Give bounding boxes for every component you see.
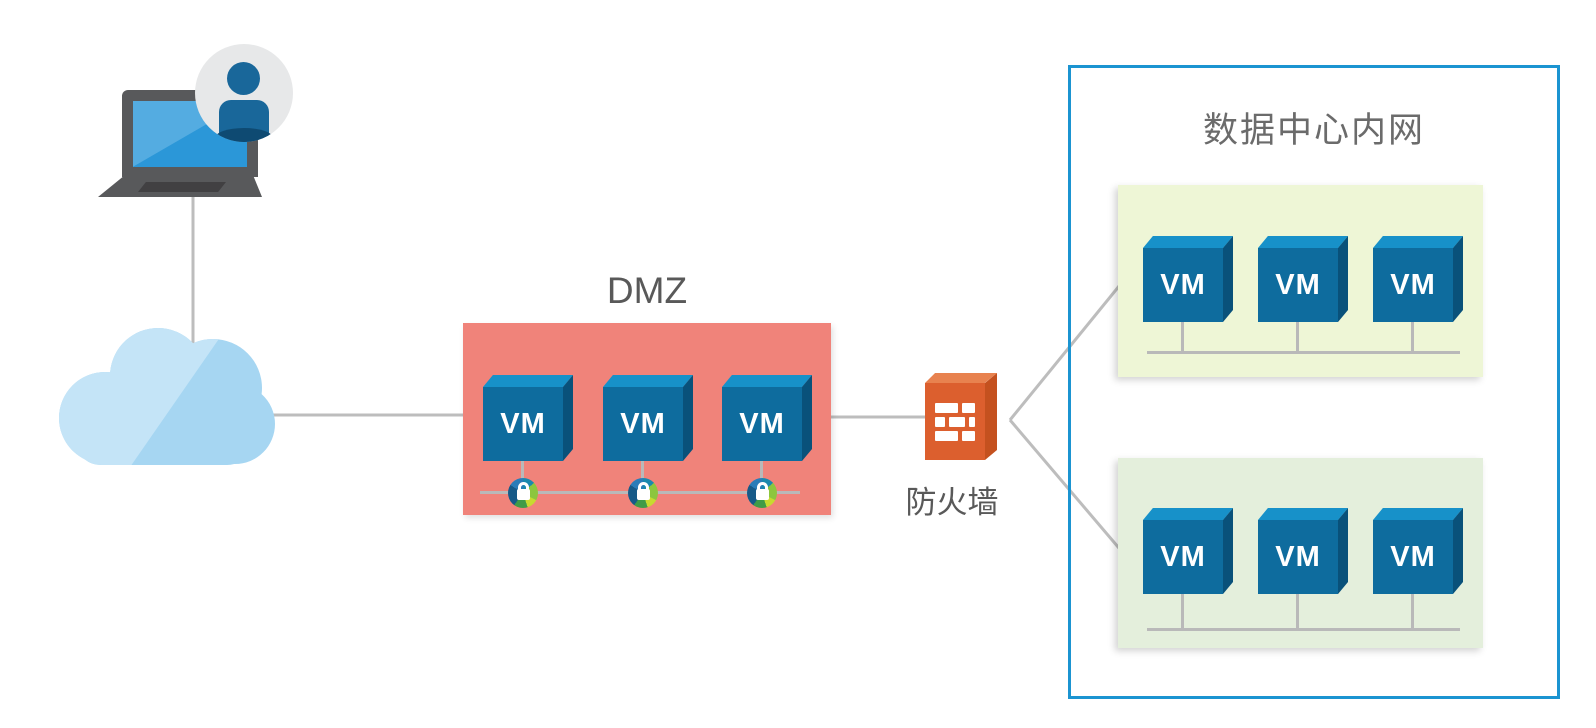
dmz-zone-label: DMZ bbox=[606, 270, 688, 311]
network-bus-line bbox=[1147, 351, 1460, 354]
brick-pattern-icon bbox=[935, 402, 975, 441]
vm-box-side bbox=[1223, 236, 1233, 322]
vm-box-top bbox=[483, 375, 573, 387]
vm-network-stem bbox=[521, 461, 524, 491]
vm-label: VM bbox=[1143, 248, 1223, 322]
user-avatar-icon bbox=[195, 44, 293, 142]
vm-network-stem bbox=[1181, 322, 1184, 351]
user-head bbox=[227, 62, 260, 95]
vm-box: VM bbox=[603, 375, 693, 461]
vm-label: VM bbox=[1258, 248, 1338, 322]
vm-box: VM bbox=[1373, 236, 1463, 322]
firewall-front-face bbox=[925, 383, 985, 460]
datacenter-zone bbox=[1068, 65, 1560, 699]
vm-box-side bbox=[1338, 508, 1348, 594]
lock-body bbox=[637, 489, 650, 500]
vm-box-side bbox=[683, 375, 693, 461]
security-lock-icon bbox=[508, 478, 538, 508]
firewall-label: 防火墙 bbox=[905, 485, 999, 520]
vm-box: VM bbox=[722, 375, 812, 461]
lock-body bbox=[756, 489, 769, 500]
security-lock-icon bbox=[747, 478, 777, 508]
firewall-subnet2-line bbox=[1008, 419, 1126, 555]
vm-network-stem bbox=[1181, 594, 1184, 628]
vm-box: VM bbox=[1258, 508, 1348, 594]
vm-network-stem bbox=[1296, 594, 1299, 628]
network-bus-line bbox=[1147, 628, 1460, 631]
vm-network-stem bbox=[1411, 322, 1414, 351]
firewall-subnet1-line bbox=[1008, 279, 1126, 421]
security-lock-icon bbox=[628, 478, 658, 508]
vm-box-top bbox=[1258, 508, 1348, 520]
firewall-top-face bbox=[925, 373, 997, 383]
firewall-icon bbox=[925, 373, 997, 460]
vm-label: VM bbox=[1258, 520, 1338, 594]
vm-box: VM bbox=[1258, 236, 1348, 322]
vm-box-top bbox=[1143, 236, 1233, 248]
vm-label: VM bbox=[483, 387, 563, 461]
vm-box: VM bbox=[1373, 508, 1463, 594]
vm-box-top bbox=[1373, 236, 1463, 248]
vm-label: VM bbox=[603, 387, 683, 461]
vm-box: VM bbox=[1143, 508, 1233, 594]
user-torso-shade bbox=[215, 128, 273, 142]
vm-label: VM bbox=[1373, 520, 1453, 594]
datacenter-zone-label: 数据中心内网 bbox=[1202, 111, 1425, 150]
vm-box-side bbox=[1453, 236, 1463, 322]
lock-shackle bbox=[757, 482, 768, 491]
firewall-side-face bbox=[985, 373, 997, 460]
vm-network-stem bbox=[760, 461, 763, 491]
vm-box-top bbox=[1143, 508, 1233, 520]
vm-network-stem bbox=[1411, 594, 1414, 628]
vm-box-side bbox=[1338, 236, 1348, 322]
vm-box-top bbox=[722, 375, 812, 387]
laptop-trackpad bbox=[138, 182, 226, 192]
lock-body bbox=[517, 489, 530, 500]
vm-box-top bbox=[1373, 508, 1463, 520]
vm-box-side bbox=[563, 375, 573, 461]
vm-network-stem bbox=[641, 461, 644, 491]
vm-box-top bbox=[603, 375, 693, 387]
vm-label: VM bbox=[1373, 248, 1453, 322]
lock-shackle bbox=[638, 482, 649, 491]
vm-box-side bbox=[1453, 508, 1463, 594]
vm-box: VM bbox=[483, 375, 573, 461]
vm-box-side bbox=[802, 375, 812, 461]
vm-network-stem bbox=[1296, 322, 1299, 351]
lock-shackle bbox=[518, 482, 529, 491]
vm-box-top bbox=[1258, 236, 1348, 248]
vm-box: VM bbox=[1143, 236, 1233, 322]
vm-box-side bbox=[1223, 508, 1233, 594]
vm-label: VM bbox=[1143, 520, 1223, 594]
vm-label: VM bbox=[722, 387, 802, 461]
cloud-icon bbox=[59, 328, 275, 465]
